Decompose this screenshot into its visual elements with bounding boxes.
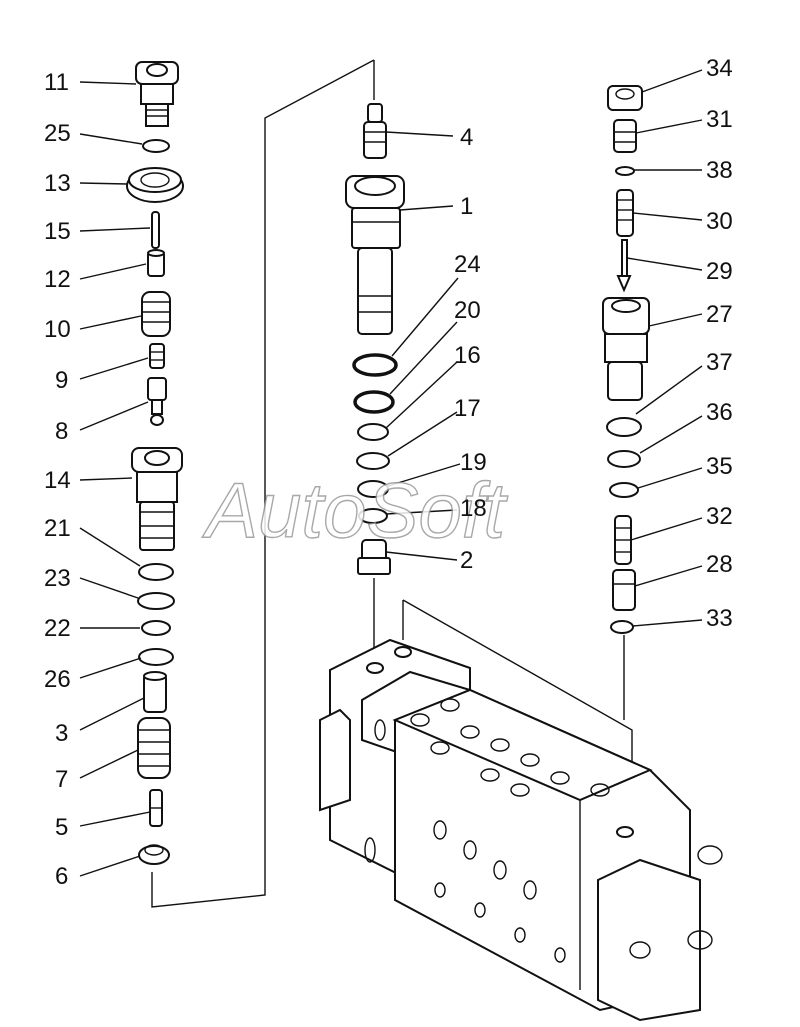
part-number-labels: 11 25 13 15 12 10 9 8 14 21 23 22 26 3 7… <box>44 55 733 890</box>
label-38: 38 <box>706 157 733 184</box>
label-9: 9 <box>55 367 68 394</box>
label-6: 6 <box>55 863 68 890</box>
label-27: 27 <box>706 301 733 328</box>
part-14-valve-body <box>131 447 183 551</box>
label-33: 33 <box>706 605 733 632</box>
label-34: 34 <box>706 55 733 82</box>
part-3-spacer <box>143 671 167 713</box>
part-23-backup-ring <box>137 592 175 610</box>
label-8: 8 <box>55 418 68 445</box>
part-20-o-ring <box>353 390 395 414</box>
label-19: 19 <box>460 449 487 476</box>
part-11-plug <box>135 61 179 127</box>
label-31: 31 <box>706 106 733 133</box>
label-28: 28 <box>706 551 733 578</box>
label-36: 36 <box>706 399 733 426</box>
label-13: 13 <box>44 170 71 197</box>
part-17-backup-ring <box>356 452 390 470</box>
part-10-spring <box>141 291 171 337</box>
part-18-o-ring <box>358 508 388 524</box>
part-31-adjuster <box>613 119 637 153</box>
watermark-text: AutoSoft <box>202 466 509 554</box>
label-1: 1 <box>460 193 473 220</box>
label-15: 15 <box>44 218 71 245</box>
part-9-spring <box>149 343 165 369</box>
label-18: 18 <box>460 495 487 522</box>
label-3: 3 <box>55 720 68 747</box>
label-24: 24 <box>454 251 481 278</box>
label-37: 37 <box>706 349 733 376</box>
part-16-o-ring <box>357 423 389 441</box>
part-35-o-ring <box>609 482 639 498</box>
label-20: 20 <box>454 297 481 324</box>
part-19-backup-ring <box>357 480 389 498</box>
label-16: 16 <box>454 342 481 369</box>
part-7-spring <box>137 717 171 779</box>
label-35: 35 <box>706 453 733 480</box>
part-32-spring <box>614 515 632 565</box>
leader-lines <box>79 69 703 877</box>
part-6-cap <box>138 844 170 865</box>
part-22-o-ring <box>141 620 171 636</box>
part-4-adjuster <box>363 103 387 159</box>
label-32: 32 <box>706 503 733 530</box>
part-24-o-ring <box>352 353 398 377</box>
part-26-backup-ring <box>138 648 174 666</box>
control-valve-block <box>319 638 723 1022</box>
label-23: 23 <box>44 565 71 592</box>
part-34-nut <box>607 85 643 111</box>
label-5: 5 <box>55 814 68 841</box>
part-27-valve-body <box>602 297 650 401</box>
part-2-plug <box>357 539 391 575</box>
part-36-backup-ring <box>607 450 641 468</box>
label-2: 2 <box>460 547 473 574</box>
label-4: 4 <box>460 124 473 151</box>
label-30: 30 <box>706 208 733 235</box>
part-38-o-ring <box>615 166 635 176</box>
part-37-o-ring <box>606 417 642 437</box>
part-30-spring <box>616 189 634 237</box>
label-12: 12 <box>44 266 71 293</box>
part-1-main-relief-valve <box>345 175 405 335</box>
part-12-piston <box>147 249 165 277</box>
label-21: 21 <box>44 515 71 542</box>
label-10: 10 <box>44 316 71 343</box>
part-5-rod <box>149 789 163 827</box>
label-22: 22 <box>44 615 71 642</box>
part-25-o-ring <box>142 139 170 153</box>
part-13-nut <box>126 167 184 203</box>
label-17: 17 <box>454 395 481 422</box>
part-29-needle <box>616 239 632 293</box>
label-26: 26 <box>44 666 71 693</box>
part-21-o-ring <box>138 563 174 581</box>
label-11: 11 <box>44 69 69 96</box>
label-14: 14 <box>44 467 71 494</box>
label-7: 7 <box>55 766 68 793</box>
part-33-snap-ring <box>610 620 634 634</box>
part-8-poppet <box>147 377 167 426</box>
part-28-poppet <box>612 569 636 611</box>
label-25: 25 <box>44 120 71 147</box>
label-29: 29 <box>706 258 733 285</box>
part-15-pin <box>151 211 160 249</box>
